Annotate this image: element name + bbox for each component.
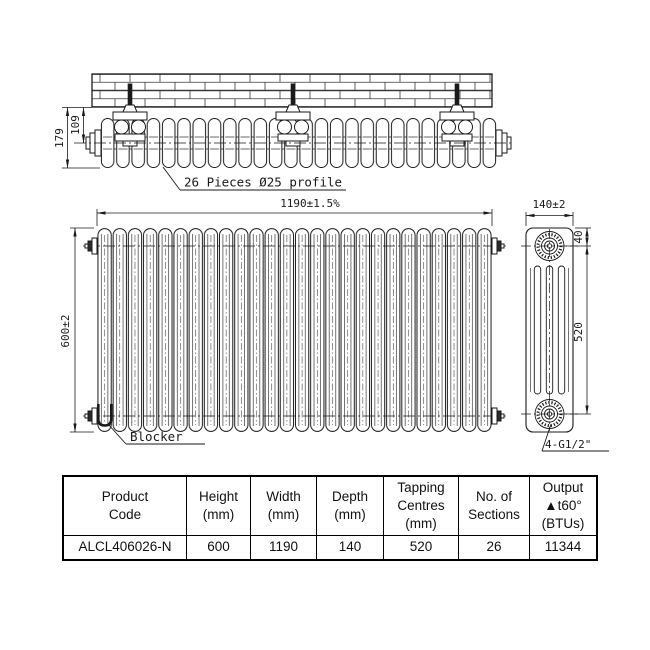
cell-output: 11344 — [529, 534, 598, 561]
dim-140-text: 140±2 — [532, 198, 565, 211]
tapping-top-left — [84, 237, 98, 255]
col-header-product-code: Product Code — [62, 475, 187, 536]
radiator-front-sections — [97, 228, 492, 432]
col-header-depth: Depth (mm) — [316, 475, 384, 536]
dim-140 — [525, 212, 574, 226]
top-view: 179 109 26 Pieces Ø25 profile — [53, 73, 512, 191]
dim-1190 — [96, 209, 493, 226]
dim-1190-text: 1190±1.5% — [280, 197, 340, 210]
tapping-label: 4-G1/2" — [545, 438, 591, 451]
cell-depth: 140 — [316, 534, 384, 561]
side-view: 140±2 — [521, 198, 609, 452]
tapping-top-right — [491, 237, 505, 255]
front-view: 1190±1.5% — [59, 197, 506, 445]
dim-109-text: 109 — [69, 115, 82, 135]
col-header-sections: No. of Sections — [458, 475, 530, 536]
dim-600 — [70, 227, 94, 433]
dim-600-text: 600±2 — [59, 314, 72, 347]
spec-table: Product Code Height (mm) Width (mm) Dept… — [62, 475, 598, 561]
wall-bracket-middle — [275, 83, 311, 147]
dim-40-text: 40 — [572, 230, 585, 243]
blocker-leader — [107, 423, 205, 445]
col-header-tapping-centres: Tapping Centres (mm) — [383, 475, 459, 536]
dim-520 — [566, 245, 591, 415]
cell-width: 1190 — [250, 534, 317, 561]
dim-520-text: 520 — [572, 322, 585, 342]
spec-table-data-row: ALCL406026-N 600 1190 140 520 26 11344 — [62, 534, 598, 561]
side-body — [525, 227, 574, 433]
wall-bracket-left — [112, 83, 148, 147]
tapping-bottom-right — [491, 407, 505, 425]
blocker-label: Blocker — [130, 429, 183, 444]
col-header-width: Width (mm) — [250, 475, 317, 536]
pieces-leader — [162, 166, 346, 191]
spec-table-header-row: Product Code Height (mm) Width (mm) Dept… — [62, 475, 598, 536]
pieces-label: 26 Pieces Ø25 profile — [184, 175, 342, 190]
dim-179 — [62, 107, 100, 169]
blocker-highlight — [97, 404, 113, 427]
cell-tapping-centres: 520 — [383, 534, 459, 561]
col-header-height: Height (mm) — [186, 475, 251, 536]
tapping-bottom-left — [84, 407, 98, 425]
dim-179-text: 179 — [53, 128, 66, 148]
col-header-output: Output ▲t60° (BTUs) — [529, 475, 598, 536]
cell-height: 600 — [186, 534, 251, 561]
wall-bracket-right — [439, 83, 475, 147]
tapping-leader — [541, 423, 609, 452]
cell-product-code: ALCL406026-N — [62, 534, 187, 561]
cell-sections: 26 — [458, 534, 530, 561]
